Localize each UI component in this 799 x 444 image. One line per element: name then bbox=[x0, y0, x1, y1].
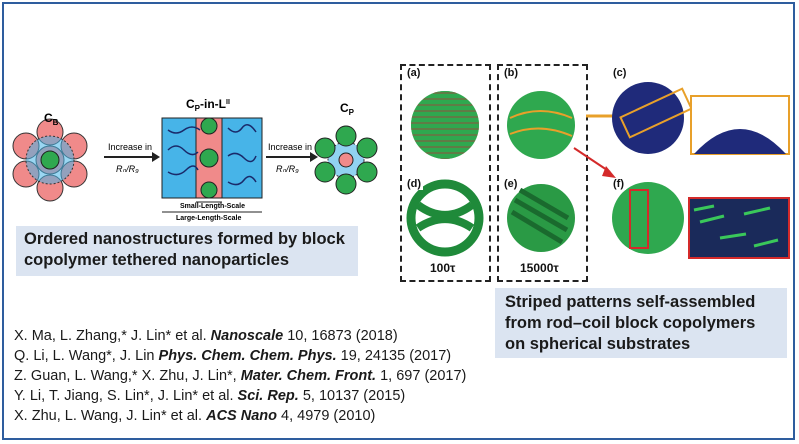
panel-label-d: (d) bbox=[405, 178, 424, 190]
reference-authors: Z. Guan, L. Wang,* X. Zhu, J. Lin*, bbox=[14, 368, 241, 384]
time-label-15000: 15000τ bbox=[520, 261, 559, 275]
label-cb: CB bbox=[44, 111, 59, 127]
reference-item: Q. Li, L. Wang*, J. Lin Phys. Chem. Chem… bbox=[14, 346, 466, 366]
reference-authors: X. Zhu, L. Wang, J. Lin* et al. bbox=[14, 408, 207, 424]
time-label-100: 100τ bbox=[430, 261, 456, 275]
arrow1-top: Increase in bbox=[108, 142, 152, 152]
panel-label-b: (b) bbox=[502, 67, 521, 79]
reference-item: X. Zhu, L. Wang, J. Lin* et al. ACS Nano… bbox=[14, 406, 466, 426]
panel-label-e: (e) bbox=[502, 178, 520, 190]
right-figures bbox=[406, 82, 790, 259]
slide-frame bbox=[2, 2, 795, 440]
reference-authors: Q. Li, L. Wang*, J. Lin bbox=[14, 348, 159, 364]
right-caption: Striped patterns self-assembled from rod… bbox=[495, 288, 787, 358]
left-schematic: CB Increase in Rₙ/R₉ CP-in-LII Small-Len… bbox=[12, 97, 378, 222]
arrow2-head bbox=[310, 152, 318, 162]
reference-journal: ACS Nano bbox=[206, 408, 277, 424]
reference-authors: X. Ma, L. Zhang,* J. Lin* et al. bbox=[14, 328, 211, 344]
reference-item: X. Ma, L. Zhang,* J. Lin* et al. Nanosca… bbox=[14, 326, 466, 346]
reference-citation: 5, 10137 (2015) bbox=[298, 388, 406, 404]
arrow2-top: Increase in bbox=[268, 142, 312, 152]
reference-journal: Sci. Rep. bbox=[237, 388, 299, 404]
small-length-scale: Small-Length-Scale bbox=[180, 203, 245, 210]
arrow-to-f bbox=[573, 147, 611, 173]
arrow2-bottom: Rₙ/R₉ bbox=[276, 164, 299, 174]
panel-label-c: (c) bbox=[611, 67, 629, 79]
reference-citation: 10, 16873 (2018) bbox=[283, 328, 398, 344]
panel-group-be bbox=[497, 64, 588, 282]
sphere-b bbox=[507, 91, 575, 159]
large-length-scale: Large-Length-Scale bbox=[176, 215, 241, 222]
arrow1-head bbox=[152, 152, 160, 162]
label-cpl: CP-in-LII bbox=[186, 97, 230, 113]
highlight-stripes-b bbox=[509, 110, 573, 137]
reference-citation: 4, 4979 (2010) bbox=[277, 408, 376, 424]
stripes-e bbox=[507, 184, 575, 252]
reference-journal: Nanoscale bbox=[210, 328, 284, 344]
arrow1-bottom: Rₙ/R₉ bbox=[116, 164, 139, 174]
reference-citation: 19, 24135 (2017) bbox=[336, 348, 452, 364]
cpl-lamella bbox=[161, 117, 263, 213]
network-d bbox=[406, 179, 484, 257]
reference-citation: 1, 697 (2017) bbox=[376, 368, 467, 384]
panel-label-a: (a) bbox=[405, 67, 423, 79]
panel-group-ad bbox=[400, 64, 491, 282]
references-list: X. Ma, L. Zhang,* J. Lin* et al. Nanosca… bbox=[14, 326, 466, 426]
cp-cluster bbox=[314, 125, 378, 195]
panel-label-f: (f) bbox=[611, 178, 626, 190]
reference-journal: Phys. Chem. Chem. Phys. bbox=[158, 348, 337, 364]
reference-item: Y. Li, T. Jiang, S. Lin*, J. Lin* et al.… bbox=[14, 386, 466, 406]
left-caption: Ordered nanostructures formed by block c… bbox=[16, 226, 358, 276]
label-cp: CP bbox=[340, 101, 355, 117]
reference-authors: Y. Li, T. Jiang, S. Lin*, J. Lin* et al. bbox=[14, 388, 238, 404]
reference-item: Z. Guan, L. Wang,* X. Zhu, J. Lin*, Mate… bbox=[14, 366, 466, 386]
cb-cluster bbox=[12, 118, 88, 202]
reference-journal: Mater. Chem. Front. bbox=[240, 368, 377, 384]
